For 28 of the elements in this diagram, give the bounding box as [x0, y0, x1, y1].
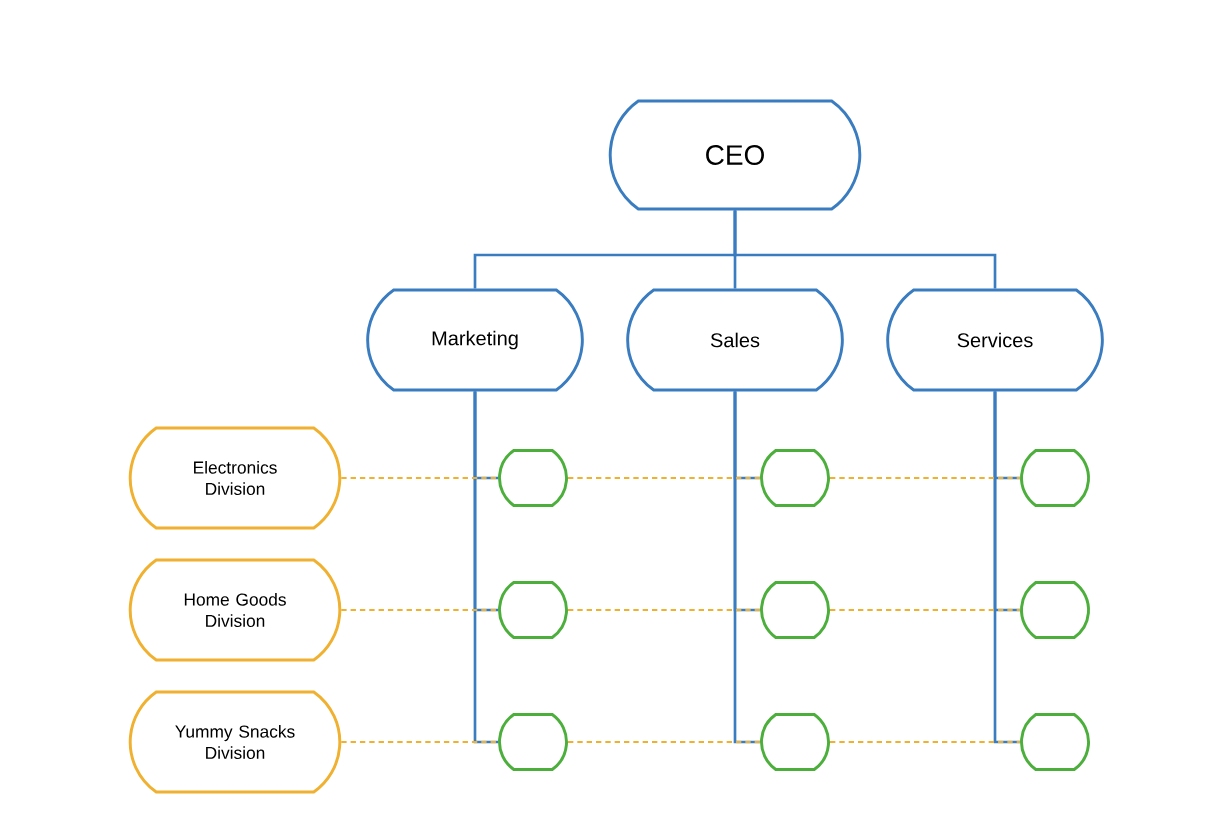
connector-line [341, 740, 498, 744]
empty-box [760, 713, 830, 771]
connector-line [733, 210, 997, 289]
empty-box [1020, 581, 1090, 639]
empty-box [498, 581, 568, 639]
empty-box [1020, 449, 1090, 507]
connector-line [473, 391, 498, 744]
division-box: Home Goods Division [128, 558, 342, 662]
empty-box [1020, 713, 1090, 771]
connector-line [830, 740, 1020, 744]
connector-line [830, 476, 1020, 480]
empty-box [498, 449, 568, 507]
connector-line [568, 608, 760, 612]
department-box: Services [886, 288, 1104, 392]
empty-box [760, 449, 830, 507]
connector-line [341, 476, 498, 480]
department-box: Marketing [366, 288, 584, 392]
connector-line [568, 740, 760, 744]
division-box: Electronics Division [128, 426, 342, 530]
division-box: Yummy Snacks Division [128, 690, 342, 794]
role-box: CEO [608, 99, 862, 211]
empty-box [760, 581, 830, 639]
connector-line [830, 608, 1020, 612]
connector-line [993, 391, 1020, 744]
connector-line [568, 476, 760, 480]
connector-line [341, 608, 498, 612]
empty-box [498, 713, 568, 771]
department-box: Sales [626, 288, 844, 392]
